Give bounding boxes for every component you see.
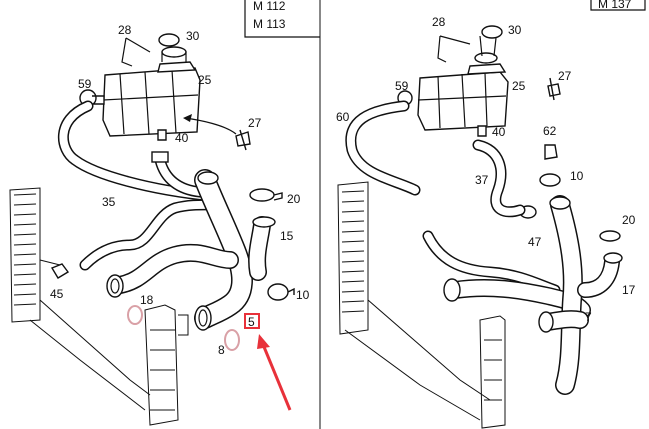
callout-17-right: 17 (622, 283, 636, 297)
tank-cap-30-right (481, 25, 503, 39)
callout-60-right: 60 (336, 110, 350, 124)
callout-45: 45 (50, 287, 64, 301)
highlight-arrow (260, 341, 292, 411)
callout-7-right: 7 (585, 310, 592, 324)
callout-59-right: 59 (395, 79, 409, 93)
callout-28-right: 28 (432, 15, 446, 29)
callout-10-right: 10 (570, 169, 584, 183)
callout-35: 35 (102, 195, 116, 209)
callout-27: 27 (248, 116, 262, 130)
callout-47-right: 47 (528, 235, 542, 249)
callout-62-right: 62 (543, 124, 557, 138)
clamp-10-right (539, 173, 561, 187)
engine-label-m137: M 137 (598, 0, 632, 11)
sensor-27-left (235, 129, 251, 151)
sensor-27-right (547, 77, 561, 101)
clip-45-left (50, 263, 70, 279)
callout-40-right: 40 (492, 125, 506, 139)
callout-5: 5 (248, 315, 255, 329)
callout-10: 10 (296, 288, 310, 302)
expansion-tank-right (417, 25, 509, 131)
callout-28: 28 (118, 23, 132, 37)
engine-label-m113: M 113 (253, 17, 286, 31)
clamp-10-left (267, 283, 295, 301)
clamp-20-left (249, 188, 283, 202)
fitting-40-left (157, 129, 167, 141)
highlight-box-part-5 (244, 313, 260, 329)
bracket-28-left (121, 37, 151, 67)
callout-59: 59 (78, 77, 92, 91)
clamp-20-right (599, 230, 621, 242)
callout-15: 15 (280, 229, 294, 243)
engine-box-right: M 137 (590, 0, 646, 11)
engine-box-left: M 112 M 113 (244, 0, 320, 38)
o-ring-8-left (224, 329, 240, 351)
expansion-tank-left (102, 33, 201, 137)
tank-cap-30-left (158, 33, 180, 47)
bracket-28-right (437, 35, 471, 63)
engine-label-m112: M 112 (253, 0, 286, 13)
callout-30-right: 30 (508, 23, 522, 37)
callout-25: 25 (198, 73, 212, 87)
callout-40: 40 (175, 131, 189, 145)
clip-62-right (544, 144, 558, 160)
radiator-left (9, 187, 189, 426)
fitting-40-right (477, 125, 487, 137)
callout-18: 18 (140, 293, 154, 307)
callout-27-right: 27 (558, 69, 572, 83)
callout-20-right: 20 (622, 213, 636, 227)
radiator-right (337, 181, 506, 429)
callout-8: 8 (218, 343, 225, 357)
callout-30: 30 (186, 29, 200, 43)
callout-25-right: 25 (512, 79, 526, 93)
callout-37-right: 37 (475, 173, 489, 187)
callout-20: 20 (287, 192, 301, 206)
o-ring-18-left (127, 305, 143, 325)
